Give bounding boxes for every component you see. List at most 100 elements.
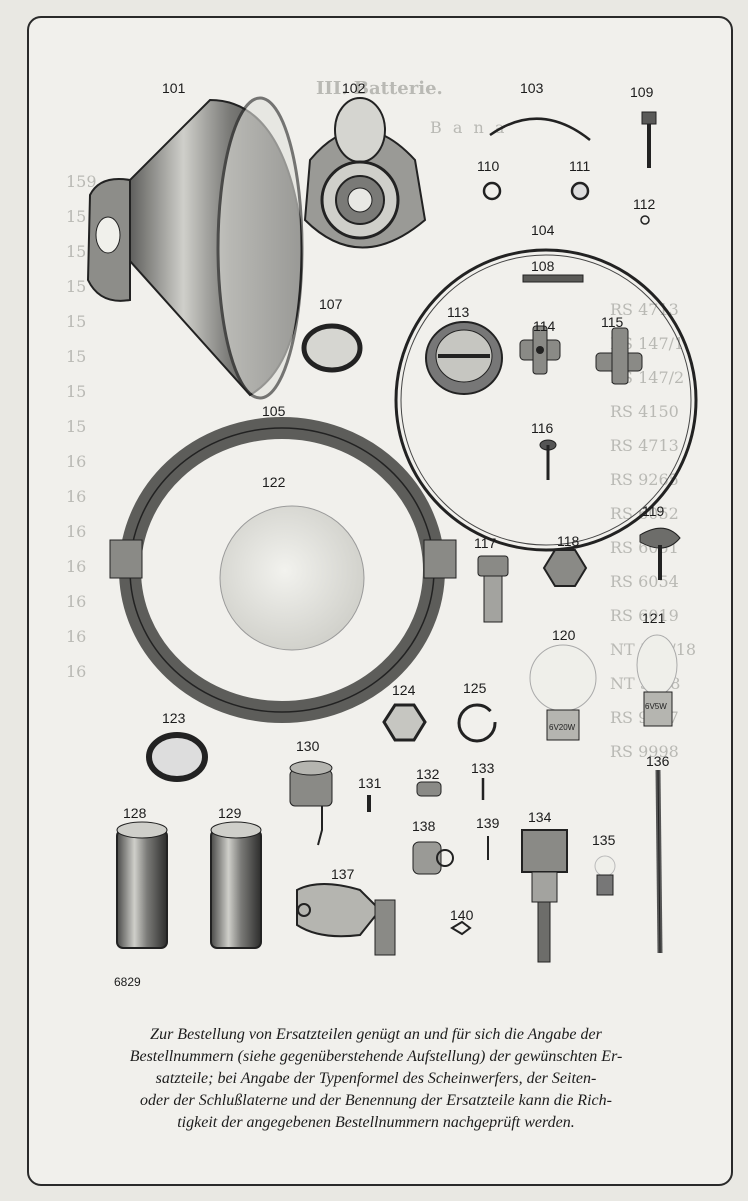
label-111: 111: [569, 158, 591, 174]
caption: Zur Bestellung von Ersatzteilen genügt a…: [60, 1024, 692, 1134]
part-107-ring: [301, 323, 363, 373]
ghost-row-number: 15: [66, 277, 87, 296]
part-104-ring: [394, 248, 698, 552]
label-129: 129: [218, 805, 242, 821]
part-112-ring: [640, 215, 650, 225]
ghost-heading: III. Batterie.: [316, 78, 443, 99]
ghost-order-number: RS 6019: [610, 606, 679, 625]
ghost-order-number: RS 4713: [610, 436, 679, 455]
part-111-ring: [570, 181, 590, 201]
part-102-housing: [303, 97, 427, 249]
ghost-row-number: 16: [66, 627, 87, 646]
part-116-screw: [539, 439, 557, 480]
part-103-spring-clip: [489, 117, 591, 141]
part-121-bulb: [636, 634, 678, 727]
part-130-terminal: [289, 760, 333, 846]
ghost-order-number: RS 9265: [610, 470, 679, 489]
part-123-ring: [146, 732, 208, 782]
label-115: 115: [601, 314, 624, 330]
caption-line-1: Zur Bestellung von Ersatzteilen genügt a…: [150, 1026, 602, 1043]
part-108-bar: [522, 274, 584, 283]
label-118: 118: [557, 533, 580, 549]
part-113-socket: [425, 321, 503, 395]
part-101-reflector: [86, 96, 304, 400]
label-107: 107: [319, 296, 343, 312]
label-121: 121: [642, 610, 666, 626]
label-136: 136: [646, 753, 670, 769]
part-110-ring: [482, 181, 502, 201]
part-128-sleeve: [116, 821, 168, 949]
caption-line-3: satzteile; bei Angabe der Typenformel de…: [155, 1070, 597, 1087]
label-135: 135: [592, 832, 616, 848]
ghost-row-number: 15: [66, 347, 87, 366]
ghost-row-number: 16: [66, 662, 87, 681]
part-138-clamp: [412, 841, 454, 875]
label-105: 105: [262, 403, 286, 419]
ghost-row-number: 15: [66, 207, 87, 226]
label-130: 130: [296, 738, 320, 754]
ghost-row-number: 16: [66, 487, 87, 506]
label-120: 120: [552, 627, 576, 643]
label-123: 123: [162, 710, 186, 726]
label-110: 110: [477, 158, 500, 174]
ghost-row-number: 16: [66, 592, 87, 611]
part-124-nut: [382, 703, 427, 742]
caption-line-2: Bestellnummern (siehe gegenüberstehende …: [129, 1048, 623, 1065]
part-132-clip: [416, 781, 442, 797]
label-102: 102: [342, 80, 366, 96]
label-132: 132: [416, 766, 440, 782]
plate-number: 6829: [114, 975, 141, 989]
caption-line-4: oder der Schlußlaterne und der Benennung…: [140, 1092, 612, 1109]
part-117-bolt: [477, 555, 509, 623]
part-115-contact: [595, 327, 643, 385]
label-124: 124: [392, 682, 416, 698]
label-128: 128: [123, 805, 147, 821]
label-108: 108: [531, 258, 555, 274]
ghost-row-number: 15: [66, 312, 87, 331]
label-137: 137: [331, 866, 355, 882]
part-114-contact: [519, 325, 561, 375]
ghost-row-number: 16: [66, 452, 87, 471]
label-140: 140: [450, 907, 474, 923]
bulb-120-marking: 6V20W: [549, 723, 576, 732]
part-129-sleeve: [210, 821, 262, 949]
ghost-row-number: 16: [66, 557, 87, 576]
ghost-row-number: 15: [66, 382, 87, 401]
label-125: 125: [463, 680, 487, 696]
part-122-lens: [219, 505, 365, 651]
label-109: 109: [630, 84, 654, 100]
ghost-order-number: RS 9998: [610, 742, 679, 761]
ghost-order-number: RS 147/2: [610, 368, 685, 387]
ghost-row-number: 15: [66, 417, 87, 436]
label-139: 139: [476, 815, 500, 831]
label-134: 134: [528, 809, 552, 825]
label-101: 101: [162, 80, 186, 96]
ghost-row-number: 15: [66, 242, 87, 261]
label-117: 117: [474, 535, 497, 551]
ghost-row-number: 16: [66, 522, 87, 541]
part-104-ring-inner: [400, 254, 692, 546]
label-138: 138: [412, 818, 436, 834]
part-136-cable: [655, 769, 663, 954]
part-134-stud: [521, 829, 568, 963]
label-103: 103: [520, 80, 544, 96]
parts-illustration: 6V20W 6V5W: [86, 96, 698, 963]
part-137-bracket: [296, 883, 396, 956]
caption-line-5: tigkeit der angegebenen Bestellnummern n…: [177, 1114, 575, 1131]
part-135-cap: [594, 855, 616, 896]
label-122: 122: [262, 474, 286, 490]
label-119: 119: [642, 503, 665, 519]
label-104: 104: [531, 222, 555, 238]
label-133: 133: [471, 760, 495, 776]
part-119-wing-screw: [639, 527, 681, 580]
part-118-nut: [542, 549, 588, 587]
part-109-screw: [641, 111, 657, 168]
label-113: 113: [447, 304, 470, 320]
label-116: 116: [531, 420, 554, 436]
ghost-col-header: B a n a: [430, 118, 508, 137]
label-112: 112: [633, 196, 656, 212]
part-125-ring: [457, 703, 497, 743]
ghost-order-number: RS 4150: [610, 402, 679, 421]
part-120-bulb: [529, 644, 597, 741]
part-105-ring: [109, 417, 457, 723]
